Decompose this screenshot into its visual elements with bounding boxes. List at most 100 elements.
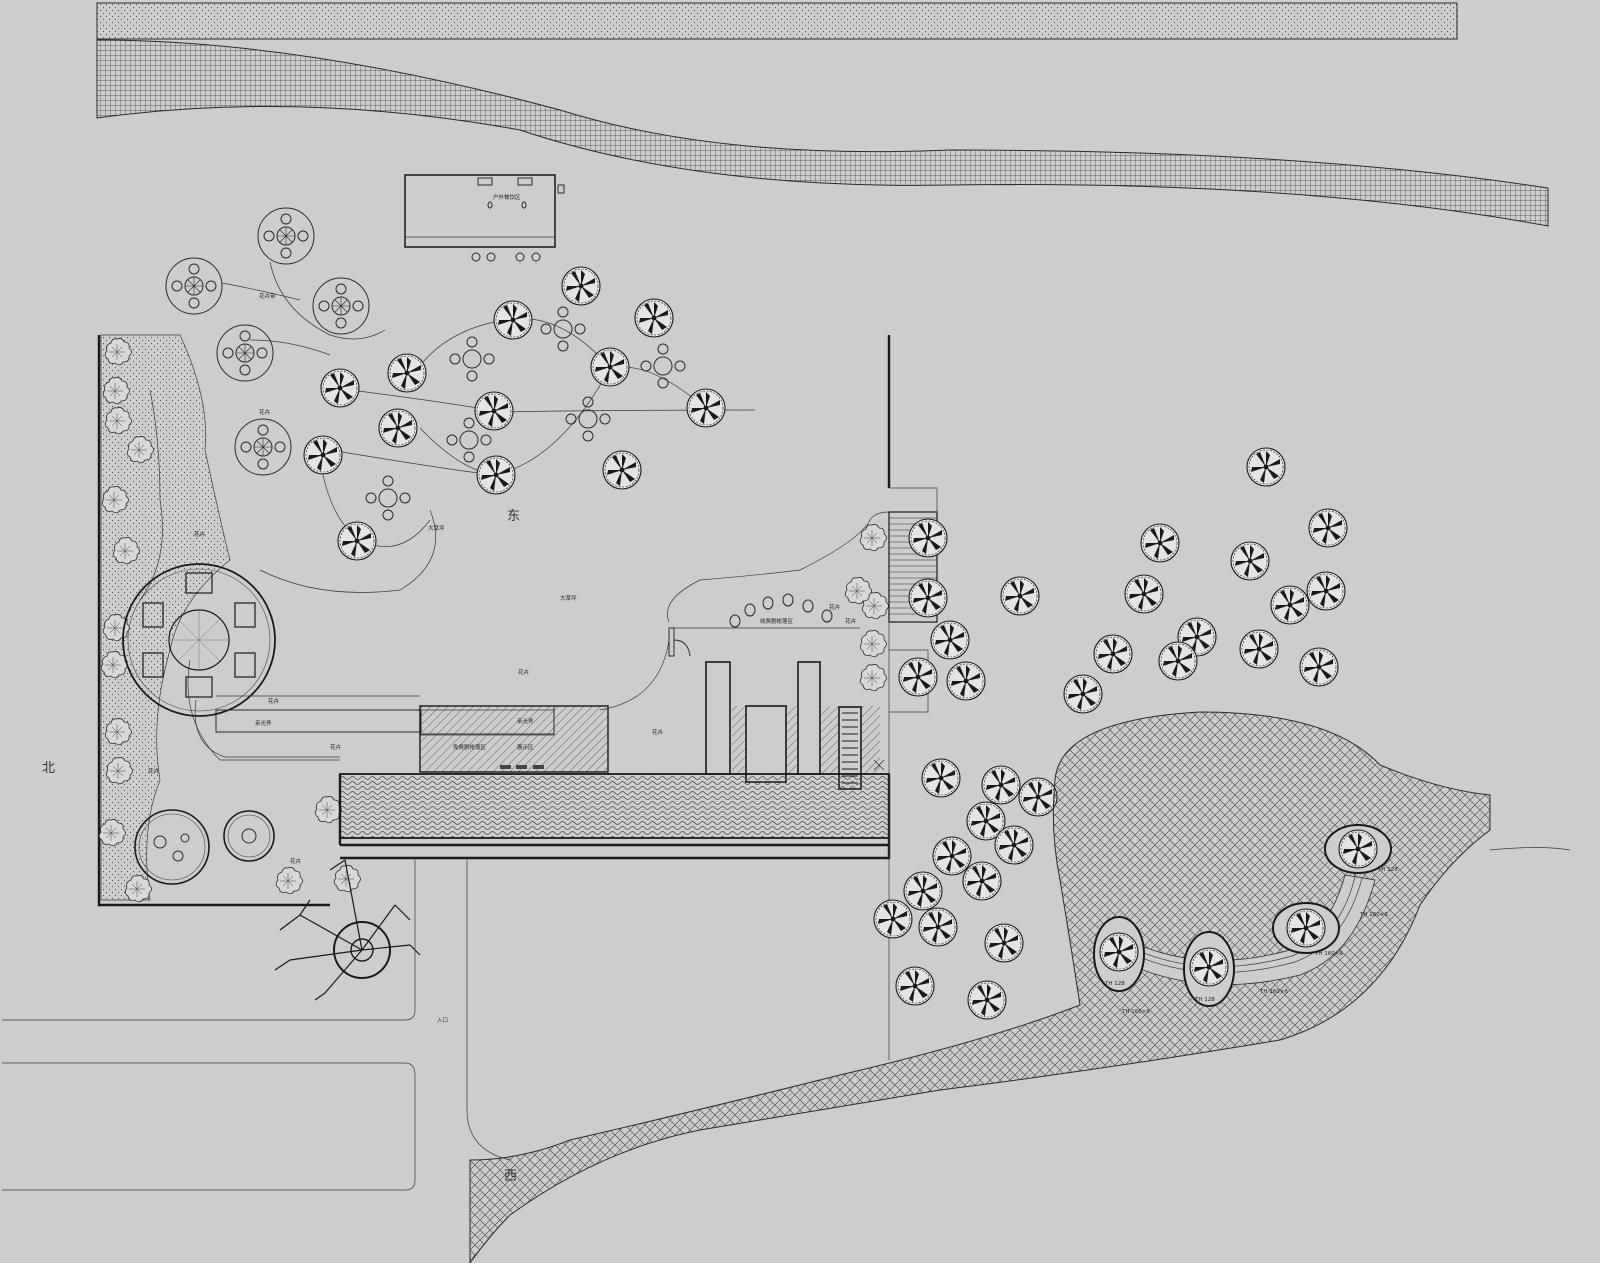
tree-icon — [474, 391, 514, 431]
tree-icon — [1299, 647, 1339, 687]
tree-icon — [1093, 634, 1133, 674]
tree-tag: TH 160×6 — [1314, 951, 1343, 957]
tree-icon — [476, 455, 516, 495]
paved-plaza — [469, 711, 1491, 1263]
exhibit-zone-label: 展示区 — [517, 744, 534, 751]
shrub-icon — [275, 867, 303, 895]
entrance-label: 入口 — [437, 1017, 448, 1024]
west-label: 西 — [504, 1169, 517, 1184]
tree-icon — [1124, 574, 1164, 614]
water-terrace — [339, 773, 890, 839]
table-set-icon — [449, 336, 495, 382]
tree-icon — [303, 435, 343, 475]
garden-path — [139, 389, 340, 761]
tree-icon — [378, 408, 418, 448]
tree-icon — [1000, 576, 1040, 616]
flower-label: 花卉 — [268, 697, 280, 705]
outdoor-dining-label: 户外餐饮区 — [493, 193, 521, 201]
table-set-icon — [365, 475, 411, 521]
table-set-icon — [640, 343, 686, 389]
tree-tag: TH 128 — [1194, 997, 1215, 1003]
small-pool — [134, 809, 275, 885]
shrub-icon — [859, 664, 887, 692]
tree-icon — [962, 861, 1002, 901]
top-paving-strip — [96, 2, 1458, 40]
flower-label: 花卉 — [194, 530, 206, 538]
tree-icon — [1308, 508, 1348, 548]
tree-icon — [561, 266, 601, 306]
outdoor-dining-pavilion: 户外餐饮区 — [404, 174, 565, 262]
tree-icon — [1239, 629, 1279, 669]
tree-tag: TH 128 — [1104, 981, 1125, 987]
tree-icon — [908, 518, 948, 558]
tree-icon — [1230, 541, 1270, 581]
tree-icon — [918, 907, 958, 947]
tree-icon — [898, 657, 938, 697]
flower-label: 花卉 — [518, 668, 530, 676]
flower-label: 花卉 — [845, 617, 857, 625]
tree-icon — [602, 450, 642, 490]
tree-icon — [908, 578, 948, 618]
tree-icon — [930, 620, 970, 660]
site-boundary-wall — [97, 335, 330, 907]
east-label: 东 — [507, 509, 520, 524]
tree-tag: TH 128 — [1377, 867, 1398, 873]
free-area-label: 免费剧帐篷区 — [453, 743, 487, 751]
tree-icon — [1306, 571, 1346, 611]
tree-icon — [1063, 674, 1103, 714]
main-building — [419, 661, 885, 790]
tree-icon — [1018, 777, 1058, 817]
tree-tag: TH 160×6 — [1121, 1009, 1150, 1015]
river-band — [96, 39, 1549, 227]
tree-icon — [903, 871, 943, 911]
flower-label: 花卉 — [290, 857, 302, 865]
garden-path — [221, 261, 386, 356]
tree-icon — [320, 368, 360, 408]
table-set-icon — [234, 418, 292, 476]
east-shrubs — [844, 524, 889, 692]
lawn-edge — [194, 699, 340, 758]
tree-icon — [932, 836, 972, 876]
shrub-icon — [314, 796, 342, 824]
flower-label: 花卉 — [259, 408, 271, 416]
sun-path-strip — [215, 709, 422, 733]
tree-icon — [1099, 932, 1139, 972]
tree-icon — [1338, 829, 1378, 869]
table-set-icon — [216, 324, 274, 382]
tree-icon — [895, 966, 935, 1006]
tree-icon — [590, 347, 630, 387]
shrub-icon — [844, 577, 872, 605]
tree-tag: TH 160×6 — [1359, 912, 1388, 918]
tree-icon — [1158, 641, 1198, 681]
tree-icon — [1270, 585, 1310, 625]
round-pavilion — [122, 563, 276, 717]
tree-icon — [1246, 447, 1286, 487]
seating-circles — [729, 593, 833, 628]
tree-icon — [634, 298, 674, 338]
big-lawn-label: 大草坪 — [428, 524, 445, 532]
flower-label: 花卉 — [652, 728, 664, 736]
tree-icon — [493, 300, 533, 340]
tree-icon — [387, 353, 427, 393]
tree-icon — [873, 899, 913, 939]
flower-label: 花卉 — [148, 767, 160, 775]
sun-path-label: 亲光斧 — [517, 717, 534, 725]
bench-lines — [1123, 876, 1363, 973]
table-set-icon — [257, 207, 315, 265]
tree-icon — [967, 980, 1007, 1020]
lawn-edge — [599, 511, 890, 711]
door-icon — [668, 627, 691, 657]
big-lawn-label: 大草坪 — [560, 594, 577, 602]
flower-label: 花卉带 — [259, 292, 276, 300]
tree-icon — [984, 923, 1024, 963]
tree-icon — [337, 521, 377, 561]
tree-icon — [1286, 908, 1326, 948]
tree-icon — [921, 758, 961, 798]
feature-tree — [274, 859, 421, 1001]
plaza-path — [1489, 847, 1571, 851]
paid-area-label: 收费剧帐篷区 — [760, 617, 794, 625]
tree-icon — [981, 765, 1021, 805]
tree-icon — [1140, 523, 1180, 563]
shrub-icon — [859, 630, 887, 658]
tree-icon — [994, 825, 1034, 865]
